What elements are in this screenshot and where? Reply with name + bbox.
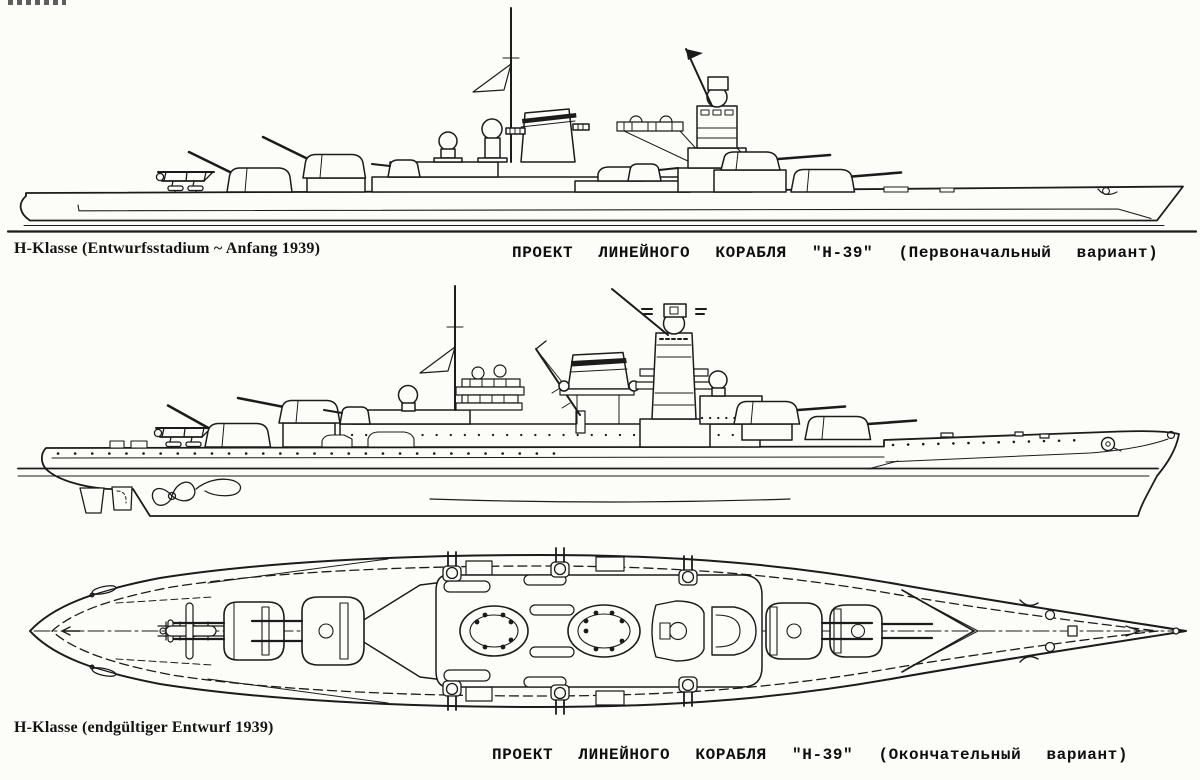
hull-profile xyxy=(17,430,1180,517)
aft-turret-lower xyxy=(187,150,293,193)
deck-fitting xyxy=(883,186,909,193)
caption-initial-russian: ПРОЕКТ ЛИНЕЙНОГО КОРАБЛЯ "Н-39" (Первона… xyxy=(512,244,1159,262)
stowed-aircraft xyxy=(89,585,121,677)
midship-superstructure-plan xyxy=(435,556,763,706)
bridge-tower xyxy=(611,288,713,448)
foremast xyxy=(611,288,669,336)
page-crop-artifact xyxy=(8,0,66,5)
fwd-turret-lower xyxy=(804,415,918,441)
ship-profile-final-design xyxy=(17,285,1180,517)
fwd-turret-lower xyxy=(790,168,903,193)
aft-turret-lower xyxy=(166,404,272,448)
foremast xyxy=(685,48,713,107)
bow-fittings-plan xyxy=(1019,599,1180,663)
aft-turret-plan-outer xyxy=(223,601,285,661)
fwd-turret-super xyxy=(713,151,832,193)
funnel xyxy=(505,108,590,163)
ship-deck-plan-final-design xyxy=(29,547,1187,715)
caption-final-german: H-Klasse (endgültiger Entwurf 1939) xyxy=(14,719,274,736)
aft-turret-barrels xyxy=(172,619,304,643)
uptake-oval-aft xyxy=(459,605,529,657)
deck-fitting xyxy=(109,440,125,449)
fwd-turret-plan-inner xyxy=(765,602,823,660)
platform-stack xyxy=(455,364,525,411)
aft-turret-super xyxy=(261,135,367,193)
boat-boom xyxy=(207,678,389,704)
fwd-turret-super xyxy=(733,400,847,441)
caption-final-russian: ПРОЕКТ ЛИНЕЙНОГО КОРАБЛЯ "Н-39" (Окончат… xyxy=(492,746,1129,764)
deck-fitting xyxy=(130,440,148,449)
deck-fitting xyxy=(939,187,955,193)
seaplane xyxy=(153,427,213,448)
uptake-oval-fwd xyxy=(567,604,641,658)
boat-boom xyxy=(207,558,389,584)
stern-arrow xyxy=(61,626,81,636)
centerline-arrow xyxy=(1125,625,1141,637)
secondary-turrets-plan xyxy=(442,547,698,715)
mainmast xyxy=(419,285,464,411)
bridge-plan xyxy=(711,606,757,656)
funnel xyxy=(558,351,640,425)
ship-profile-initial-design xyxy=(6,7,1198,233)
mainmast xyxy=(472,7,520,163)
aft-turret-plan-inner xyxy=(301,596,365,666)
breakwater xyxy=(901,589,979,673)
crane xyxy=(535,340,586,434)
caption-initial-german: H-Klasse (Entwurfsstadium ~ Anfang 1939) xyxy=(14,240,321,257)
seaplane xyxy=(155,171,215,193)
bow-fittings xyxy=(940,430,1176,452)
fwd-turret-plan-outer xyxy=(829,604,883,658)
hull-profile xyxy=(19,185,1184,226)
rudder-and-propeller xyxy=(79,478,242,514)
catapult xyxy=(157,602,225,660)
fwd-turret-barrels xyxy=(820,621,934,641)
